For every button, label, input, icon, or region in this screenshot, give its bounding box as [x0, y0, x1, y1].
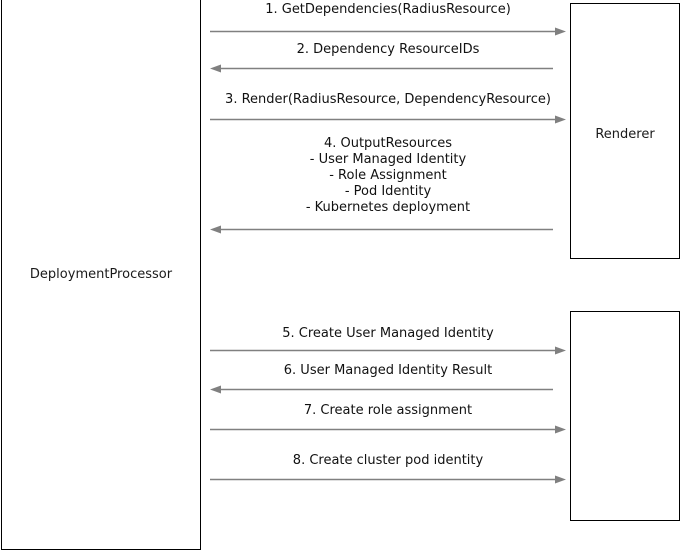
message-arrow-6	[210, 384, 566, 395]
lifeline-deployment-processor: DeploymentProcessor	[1, 0, 201, 550]
message-label-6: 6. User Managed Identity Result	[283, 363, 493, 378]
message-label-4: 4. OutputResources - User Managed Identi…	[305, 136, 471, 215]
message-arrow-2	[210, 63, 566, 74]
message-label-2: 2. Dependency ResourceIDs	[296, 42, 480, 57]
message-arrow-4	[210, 224, 566, 235]
message-label-5: 5. Create User Managed Identity	[282, 326, 494, 341]
message-arrow-1	[210, 26, 566, 37]
message-label-3: 3. Render(RadiusResource, DependencyReso…	[225, 92, 551, 107]
message-arrow-5	[210, 345, 566, 356]
message-label-7: 7. Create role assignment	[303, 403, 473, 418]
lifeline-label-renderer: Renderer	[595, 127, 655, 142]
lifeline-label-deployment-processor: DeploymentProcessor	[29, 267, 173, 282]
message-arrow-3	[210, 114, 566, 125]
lifeline-renderer: Renderer	[570, 3, 680, 259]
message-label-8: 8. Create cluster pod identity	[292, 453, 484, 468]
message-arrow-8	[210, 474, 566, 485]
message-label-1: 1. GetDependencies(RadiusResource)	[265, 2, 511, 17]
lifeline-arm-handlers: ARM Handlers	[570, 311, 680, 521]
message-arrow-7	[210, 424, 566, 435]
